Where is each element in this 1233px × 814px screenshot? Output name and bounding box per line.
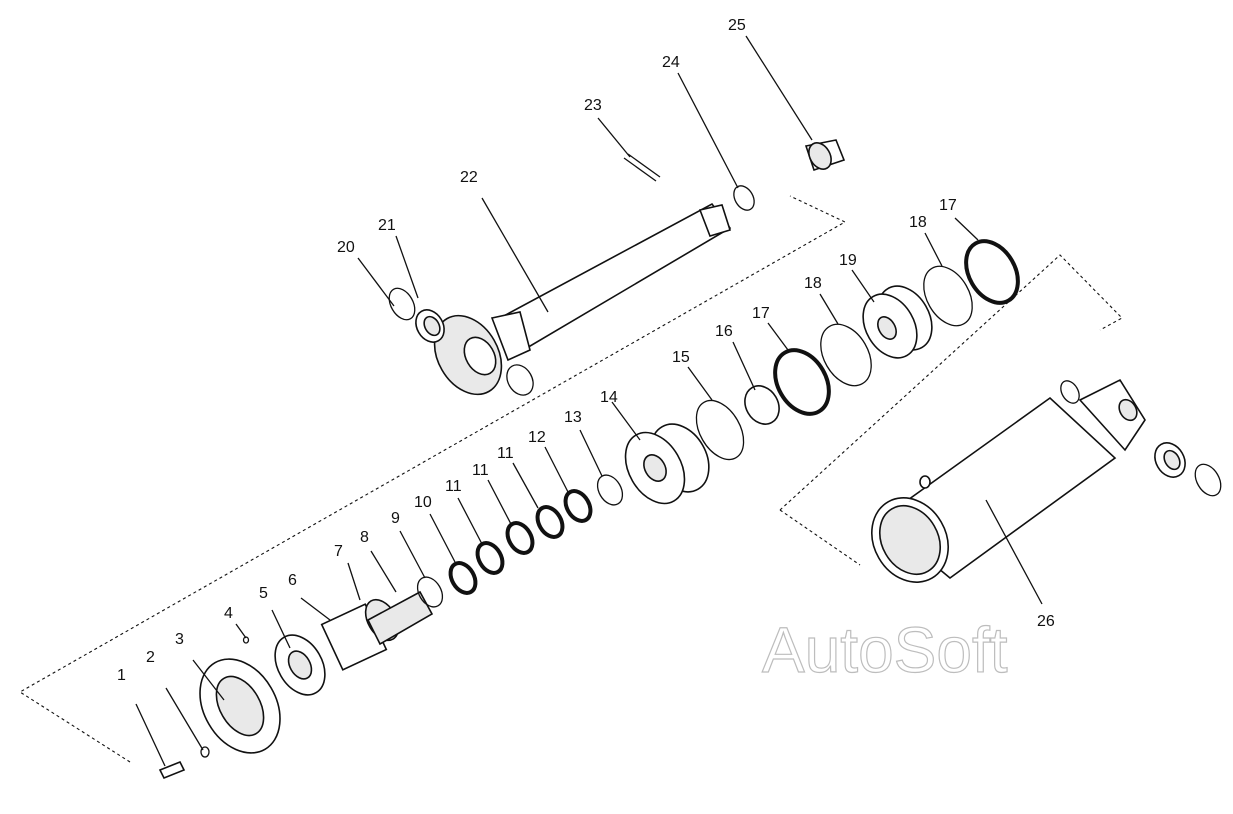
part-16-bushing: [744, 385, 780, 425]
assembly-guide-lines: [18, 195, 1123, 763]
watermark-text: AutoSoft: [762, 614, 1008, 686]
callout-9: 9: [391, 510, 400, 527]
part-2-washer: [200, 746, 210, 758]
part-17-seal-b: [964, 239, 1020, 305]
callout-labels: 1 2 3 4 5 6 7 8 9 10 11 11 11 12 13 14 1…: [117, 17, 1055, 684]
callout-18a: 18: [804, 275, 822, 292]
callout-1: 1: [117, 667, 126, 684]
part-barrel-snap-ring: [1194, 463, 1222, 497]
part-17-seal-a: [773, 348, 831, 416]
part-8-guide: [366, 590, 434, 646]
callout-15: 15: [672, 349, 690, 366]
part-18-ring-b: [923, 265, 973, 327]
part-5-flange: [274, 634, 326, 696]
part-barrel-bushing: [1154, 442, 1186, 478]
callout-14: 14: [600, 389, 618, 406]
part-25-nut: [804, 139, 846, 172]
part-21-bushing: [415, 309, 445, 343]
callout-6: 6: [288, 572, 297, 589]
callout-11b: 11: [472, 462, 489, 479]
callout-5: 5: [259, 585, 268, 602]
part-15-o-ring: [695, 399, 745, 461]
callout-20: 20: [337, 239, 355, 256]
part-10-seal: [448, 561, 478, 595]
part-24-ring: [733, 185, 755, 211]
callout-21: 21: [378, 217, 396, 234]
part-9-ring: [416, 576, 444, 608]
part-26-cylinder-barrel: [871, 378, 1146, 583]
callout-17a: 17: [752, 305, 770, 322]
callout-7: 7: [334, 543, 343, 560]
part-11-seal-a: [475, 541, 505, 575]
callout-11a: 11: [445, 478, 462, 495]
part-1-bolt: [158, 760, 186, 780]
callout-10: 10: [414, 494, 432, 511]
callout-23: 23: [584, 97, 602, 114]
part-19-piston: [862, 285, 933, 359]
callout-11c: 11: [497, 445, 514, 462]
part-18-ring-a: [820, 323, 872, 387]
callout-26: 26: [1037, 613, 1055, 630]
leader-lines: [135, 35, 1043, 767]
part-23-pin: [623, 153, 661, 182]
callout-25: 25: [728, 17, 746, 34]
callout-13: 13: [564, 409, 582, 426]
part-13-wiper: [596, 474, 624, 506]
part-3-cover: [199, 658, 281, 754]
callout-24: 24: [662, 54, 680, 71]
part-11-seal-b: [505, 521, 535, 555]
callout-19: 19: [839, 252, 857, 269]
part-rod-snap-ring: [506, 364, 534, 396]
callout-16: 16: [715, 323, 733, 340]
callout-12: 12: [528, 429, 546, 446]
callout-8: 8: [360, 529, 369, 546]
callout-4: 4: [224, 605, 233, 622]
part-12-seal: [563, 489, 593, 523]
callout-22: 22: [460, 169, 478, 186]
callout-3: 3: [175, 631, 184, 648]
part-11-seal-c: [535, 505, 565, 539]
callout-17b: 17: [939, 197, 957, 214]
callout-18b: 18: [909, 214, 927, 231]
part-22-piston-rod: [433, 202, 732, 396]
part-20-snap-ring: [388, 287, 416, 321]
part-barrel-snap-ring-top: [1060, 380, 1080, 404]
part-14-gland: [624, 423, 710, 505]
callout-2: 2: [146, 649, 155, 666]
